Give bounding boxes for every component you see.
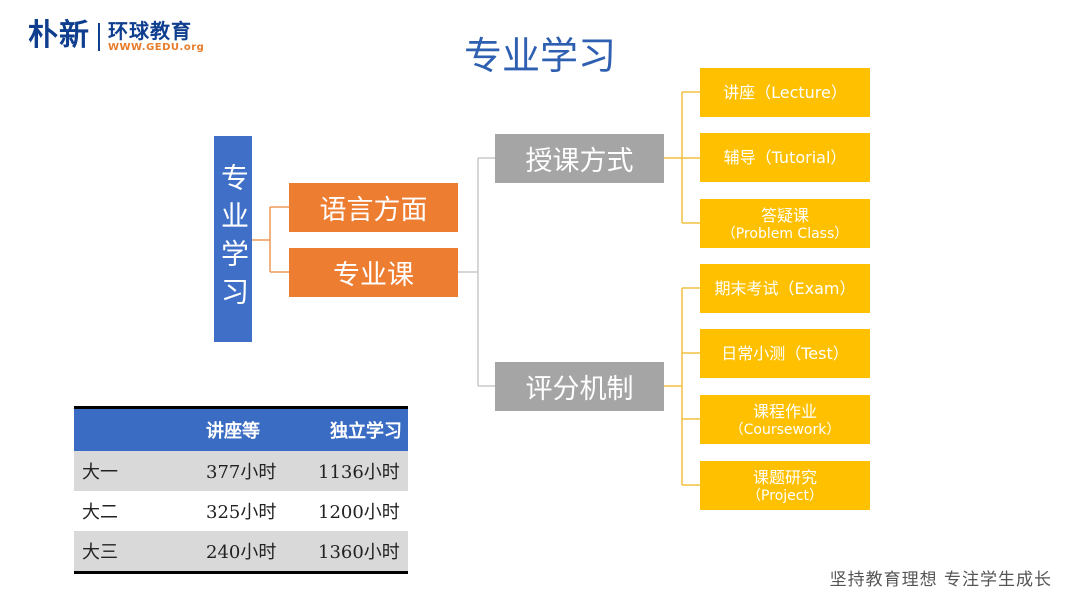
slide-title: 专业学习 (463, 34, 616, 78)
node-assessment: 评分机制 (495, 362, 664, 411)
leaf-tutorial-label: 辅导（Tutorial） (723, 147, 847, 167)
leaf-problem-class-label: 答疑课 (760, 205, 809, 225)
tree-root: 专业学习 (214, 136, 252, 342)
table-cell: 1136小时 (318, 451, 408, 491)
hours-table: 讲座等 独立学习 大一 377小时 1136小时 大二 325小时 1200小时… (74, 406, 408, 574)
leaf-tutorial: 辅导（Tutorial） (700, 133, 870, 182)
table-cell: 1360小时 (318, 531, 408, 574)
table-cell: 大一 (74, 451, 194, 491)
node-major-course-label: 专业课 (333, 260, 414, 291)
logo-right: 环球教育 WWW.GEDU.org (108, 20, 204, 54)
table-cell: 大三 (74, 531, 194, 574)
table-header-row: 讲座等 独立学习 (74, 406, 408, 451)
footer-slogan: 坚持教育理想 专注学生成长 (829, 570, 1052, 590)
leaf-project: 课题研究 （Project） (700, 461, 870, 510)
leaf-test: 日常小测（Test） (700, 329, 870, 378)
table-cell: 240小时 (194, 531, 318, 574)
table-header-cell (74, 406, 194, 451)
leaf-coursework: 课程作业 （Coursework） (700, 395, 870, 444)
leaf-lecture: 讲座（Lecture） (700, 68, 870, 117)
table-row: 大二 325小时 1200小时 (74, 491, 408, 531)
table-cell: 1200小时 (318, 491, 408, 531)
logo-separator (98, 23, 100, 51)
leaf-coursework-label: 课程作业 (752, 401, 817, 421)
brand-logo: 朴新 环球教育 WWW.GEDU.org (28, 18, 204, 58)
tree-root-label: 专业学习 (217, 163, 250, 315)
node-teaching-method-label: 授课方式 (525, 146, 634, 177)
node-teaching-method: 授课方式 (495, 134, 664, 183)
leaf-test-label: 日常小测（Test） (721, 343, 849, 363)
logo-main-text: 朴新 (28, 18, 90, 53)
table-cell: 大二 (74, 491, 194, 531)
leaf-exam: 期末考试（Exam） (700, 264, 870, 313)
table-cell: 325小时 (194, 491, 318, 531)
leaf-exam-label: 期末考试（Exam） (714, 278, 856, 298)
node-language: 语言方面 (289, 183, 458, 232)
logo-url: WWW.GEDU.org (108, 42, 205, 53)
leaf-project-sub: （Project） (747, 487, 823, 504)
table-row: 大一 377小时 1136小时 (74, 451, 408, 491)
leaf-problem-class-sub: （Problem Class） (721, 225, 849, 242)
leaf-project-label: 课题研究 (752, 467, 817, 487)
table-header-cell: 讲座等 (194, 406, 318, 451)
node-major-course: 专业课 (289, 248, 458, 297)
node-assessment-label: 评分机制 (525, 374, 634, 405)
node-language-label: 语言方面 (319, 195, 428, 226)
table-header-cell: 独立学习 (318, 406, 408, 451)
table-row: 大三 240小时 1360小时 (74, 531, 408, 574)
leaf-coursework-sub: （Coursework） (729, 421, 841, 438)
table-cell: 377小时 (194, 451, 318, 491)
leaf-lecture-label: 讲座（Lecture） (723, 82, 847, 102)
leaf-problem-class: 答疑课 （Problem Class） (700, 199, 870, 248)
logo-brand-cn: 环球教育 (108, 19, 192, 43)
